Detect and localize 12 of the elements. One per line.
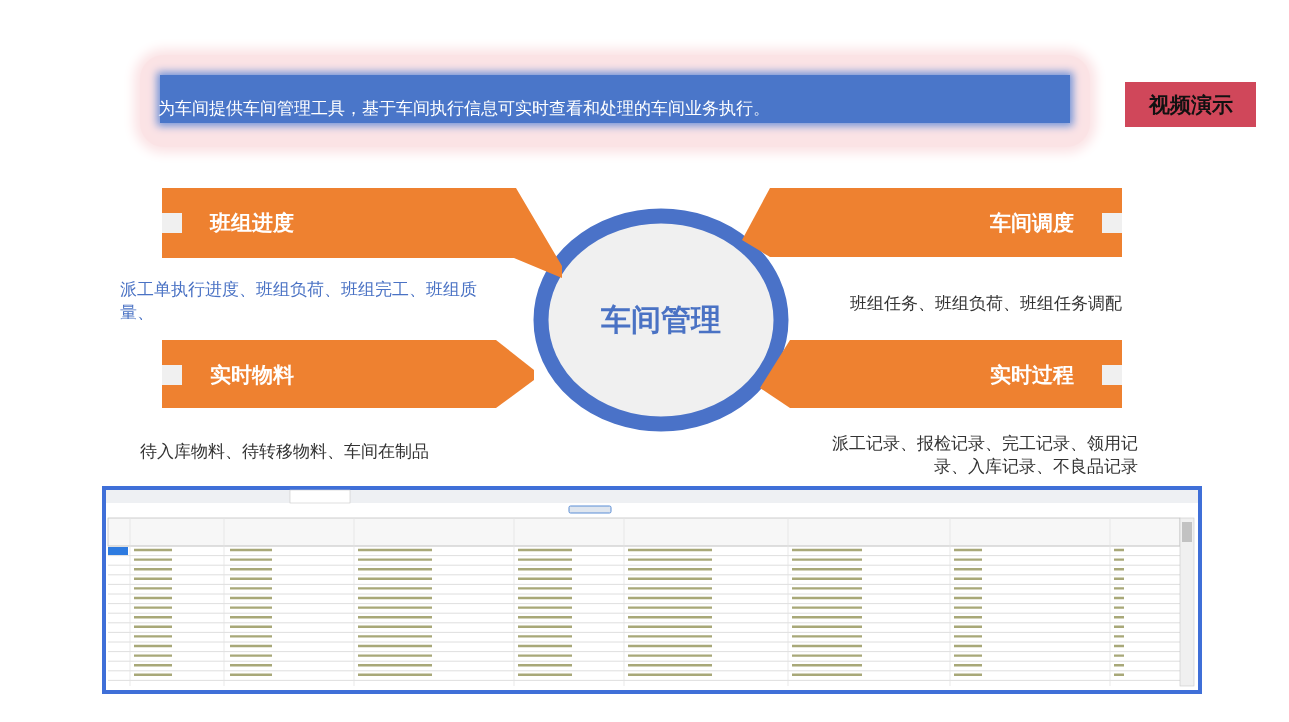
banner-title: 车间调度: [990, 210, 1074, 237]
description-text: 待入库物料、待转移物料、车间在制品: [140, 441, 430, 463]
circle-label: 车间管理: [600, 301, 722, 339]
banner-title: 班组进度: [210, 210, 294, 237]
description-text: 班组任务、班组负荷、班组任务调配: [849, 293, 1122, 315]
description-text: 派工记录、报检记录、完工记录、领用记录、入库记录、不良品记录: [831, 433, 1138, 478]
banner-title: 实时物料: [210, 362, 294, 389]
banner-title: 实时过程: [990, 362, 1074, 389]
description-text: 派工单执行进度、班组负荷、班组完工、班组质量、: [120, 279, 478, 324]
title-banner: [140, 55, 1090, 147]
video-button: 视频演示: [1125, 82, 1256, 127]
title-text: 为车间提供车间管理工具，基于车间执行信息可实时查看和处理的车间业务执行。: [158, 97, 770, 120]
